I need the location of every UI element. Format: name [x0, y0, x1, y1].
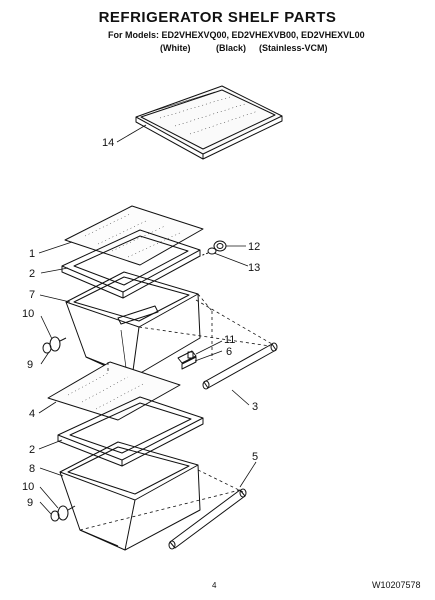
lower-cover-glass	[47, 361, 181, 421]
upper-slide-rail	[202, 342, 278, 390]
callout-labels: 14 1 2 7 10 9 12 13 11 6 3 4 2 8 10 9 5	[22, 137, 260, 509]
callout-2-lower: 2	[29, 444, 35, 456]
top-glass-shelf	[135, 85, 283, 160]
callout-3: 3	[252, 401, 258, 413]
callout-8: 8	[29, 463, 35, 475]
callout-6: 6	[226, 346, 232, 358]
color-white: (White)	[160, 43, 191, 53]
callout-13: 13	[248, 262, 260, 274]
callout-14: 14	[102, 137, 114, 149]
callout-12: 12	[248, 241, 260, 253]
models-line: For Models: ED2VHEXVQ00, ED2VHEXVB00, ED…	[108, 30, 365, 40]
callout-2-upper: 2	[29, 268, 35, 280]
callout-7: 7	[29, 289, 35, 301]
callout-9-upper: 9	[27, 359, 33, 371]
callout-11: 11	[224, 334, 235, 346]
slide-clips	[177, 350, 197, 370]
upper-crisper-drawer	[65, 271, 201, 379]
callout-4: 4	[29, 408, 35, 420]
lower-slide-rail	[168, 488, 247, 550]
upper-cover-glass	[64, 205, 204, 266]
humidity-control-knob	[199, 240, 227, 257]
color-stainless: (Stainless-VCM)	[259, 43, 328, 53]
lower-crisper-drawer	[59, 441, 201, 551]
page-title: REFRIGERATOR SHELF PARTS	[98, 9, 337, 26]
leader-lines	[38, 124, 257, 515]
callout-10-lower: 10	[22, 481, 34, 493]
callout-1: 1	[29, 248, 35, 260]
callout-5: 5	[252, 451, 258, 463]
upper-drawer-knob	[42, 336, 67, 354]
lower-frame	[57, 396, 204, 467]
assembly-guide-lines	[79, 293, 273, 531]
callout-9-lower: 9	[27, 497, 33, 509]
lower-drawer-knob	[50, 505, 76, 522]
page-number: 4	[212, 581, 217, 590]
color-black: (Black)	[216, 43, 247, 53]
document-number: W10207578	[372, 580, 421, 590]
callout-10-upper: 10	[22, 308, 34, 320]
